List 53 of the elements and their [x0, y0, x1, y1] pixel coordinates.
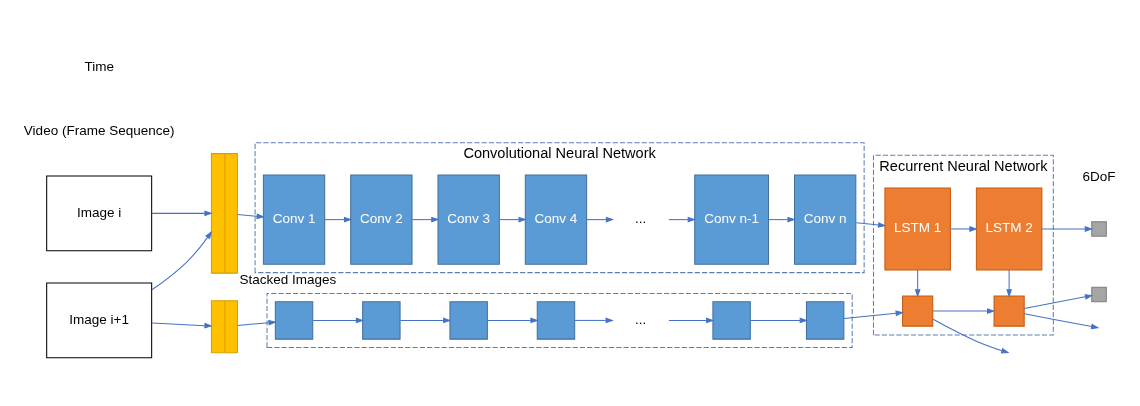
label: 6DoF	[1082, 168, 1116, 184]
node-box	[1091, 286, 1107, 302]
arrow	[1041, 225, 1094, 232]
node-box: Conv 3	[437, 173, 500, 265]
arrow	[574, 317, 614, 323]
arrow	[399, 317, 452, 323]
arrow	[586, 216, 615, 223]
arrow	[151, 230, 213, 290]
arrow	[668, 317, 715, 323]
node-box: Conv n-1	[694, 173, 770, 265]
arrow	[668, 216, 696, 223]
arrow	[932, 318, 1010, 353]
node-box: Conv 1	[262, 173, 326, 265]
arrow	[914, 269, 921, 298]
node-label: Stacked Images	[239, 271, 337, 287]
arrow	[843, 309, 904, 319]
arrow	[151, 209, 213, 216]
arrow	[855, 221, 887, 228]
arrow	[949, 225, 978, 232]
node-box	[1091, 220, 1107, 237]
arrow	[1023, 293, 1094, 309]
node-box	[712, 300, 751, 340]
arrow	[1006, 269, 1013, 298]
node-box: LSTM 2	[975, 186, 1043, 271]
node-text: ...	[635, 210, 647, 226]
node-box: Conv 2	[350, 173, 413, 265]
arrow	[324, 216, 353, 223]
node-box: Image i+1	[46, 282, 153, 358]
arrow	[411, 216, 440, 223]
node-box	[362, 300, 401, 340]
label: Time	[84, 58, 114, 74]
node-box	[993, 295, 1025, 327]
arrow	[151, 322, 213, 329]
arrow	[487, 317, 539, 323]
arrow	[768, 216, 796, 223]
arrow	[750, 317, 808, 323]
arrow	[932, 307, 996, 314]
node-box	[536, 300, 576, 340]
arrow	[1023, 312, 1100, 329]
node-box	[805, 300, 845, 340]
arrow	[237, 319, 277, 326]
node-box	[449, 300, 488, 340]
node-box: Image i	[46, 174, 153, 251]
node-box: Conv n	[794, 173, 857, 265]
arrow	[312, 317, 365, 323]
node-text: ...	[635, 311, 647, 327]
arrow	[237, 212, 265, 219]
node-box	[902, 295, 934, 327]
node-box	[274, 300, 314, 340]
label: Video (Frame Sequence)	[23, 122, 175, 138]
arrow	[499, 216, 527, 223]
node-box: Conv 4	[524, 173, 588, 265]
node-box: LSTM 1	[884, 186, 951, 271]
